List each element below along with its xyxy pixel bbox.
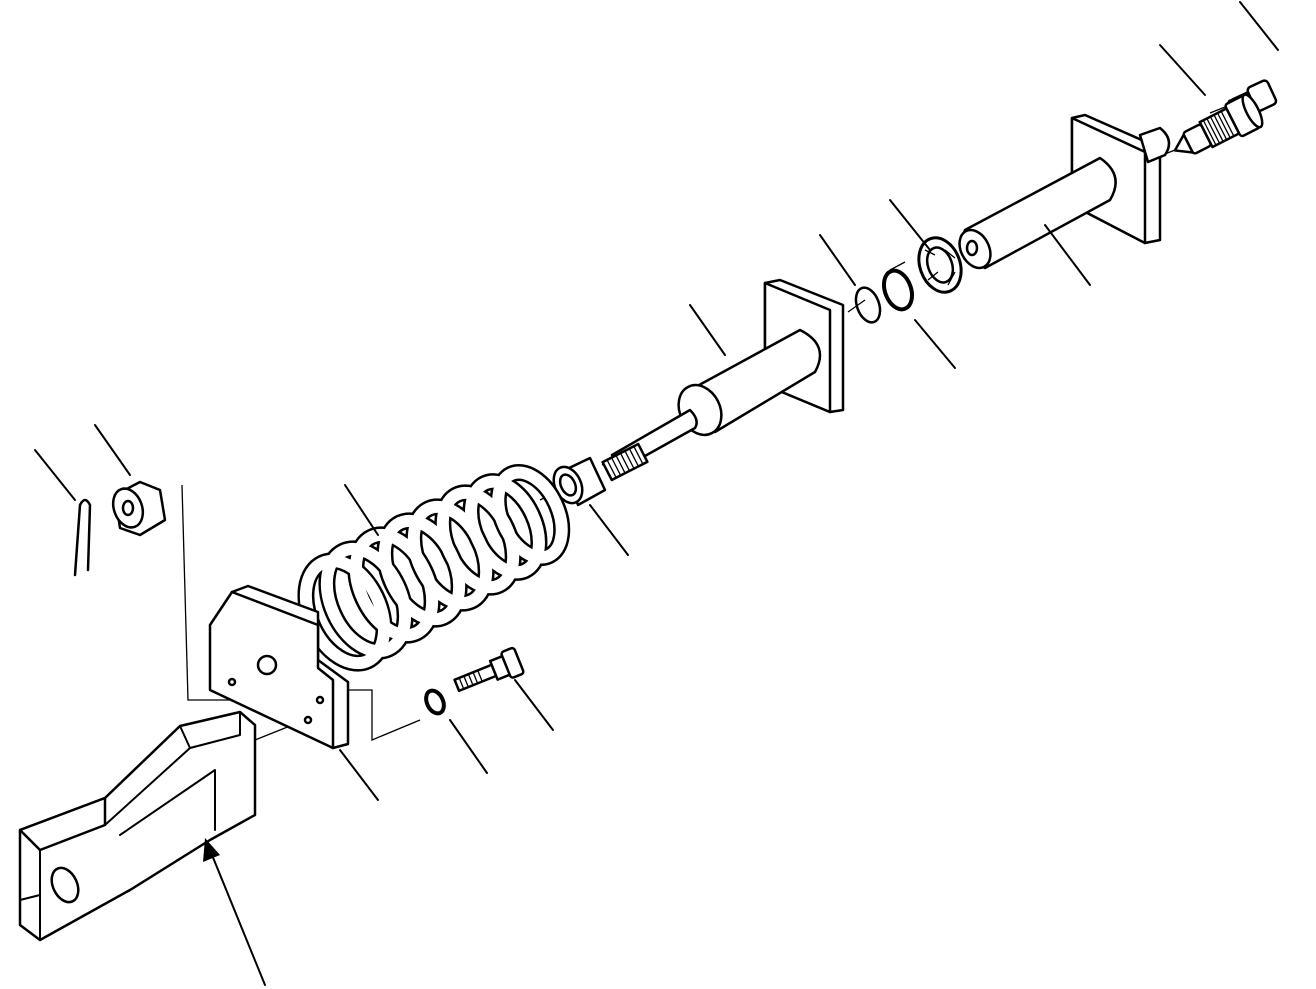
o-ring [854,286,882,324]
mounting-plate [208,584,350,750]
cotter-pin [73,498,92,577]
castle-nut [111,480,167,537]
recoil-spring [297,464,571,672]
callout-leaders [34,1,1279,801]
seal [917,236,963,294]
yoke [18,710,257,942]
relief-valve [1173,93,1264,155]
arrow [203,838,266,986]
bushing [552,456,607,507]
piston [601,278,845,482]
washer [424,688,446,716]
backup-ring [881,268,915,312]
bolt [453,646,525,693]
cylinder [958,113,1171,270]
